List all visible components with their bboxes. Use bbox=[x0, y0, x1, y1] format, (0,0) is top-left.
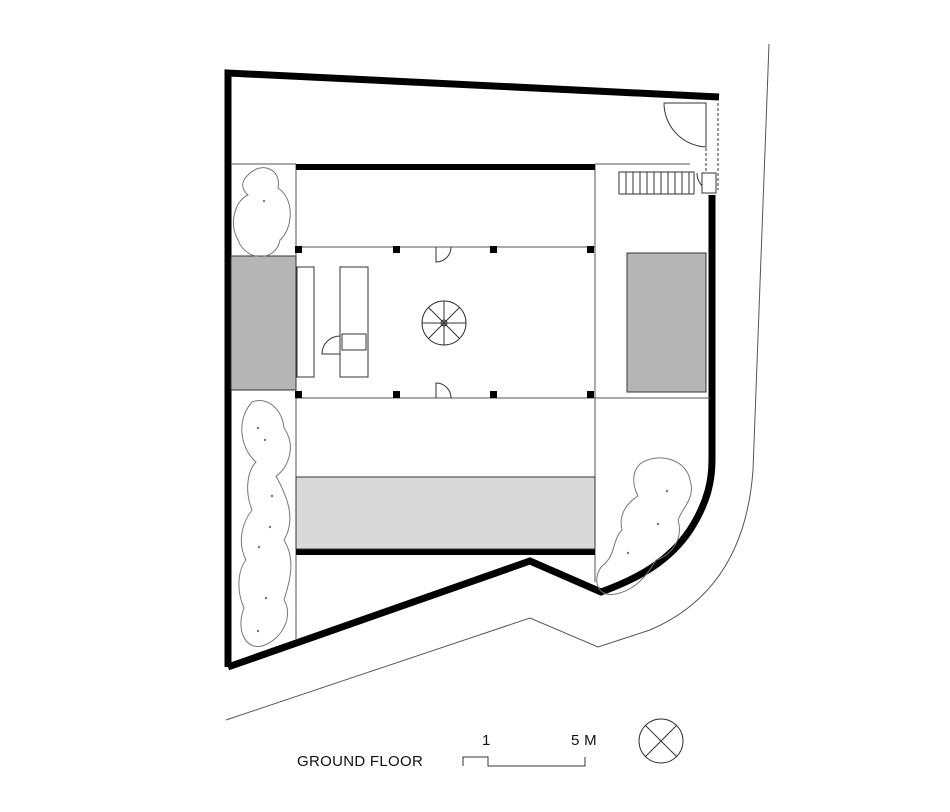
planting-bed-southeast bbox=[596, 457, 692, 595]
plant-dot bbox=[256, 426, 260, 430]
entry-stair bbox=[618, 171, 695, 195]
plant-dot bbox=[264, 596, 268, 600]
plant-dot bbox=[262, 199, 266, 203]
south-door-swing bbox=[435, 382, 452, 399]
plant-dot bbox=[257, 545, 261, 549]
spiral-stair-icon bbox=[421, 300, 467, 346]
sink bbox=[341, 333, 367, 351]
street-curb-line bbox=[225, 43, 770, 721]
zone-dividers bbox=[231, 163, 710, 640]
scale-bar bbox=[462, 756, 586, 767]
entry-gate bbox=[663, 102, 719, 194]
plant-dot bbox=[256, 629, 260, 633]
east-pool bbox=[626, 252, 707, 393]
plant-dot bbox=[270, 494, 274, 498]
plant-dot bbox=[263, 438, 267, 442]
column bbox=[295, 391, 302, 398]
plant-dot bbox=[665, 489, 669, 493]
plant-dot bbox=[626, 551, 630, 555]
plant-dot bbox=[656, 522, 660, 526]
planting-bed-northwest bbox=[233, 167, 291, 257]
counter-door-swing bbox=[321, 335, 341, 355]
planting-dots bbox=[256, 199, 669, 633]
perimeter-wall-west-north bbox=[224, 69, 720, 667]
column bbox=[393, 391, 400, 398]
drawing-title: GROUND FLOOR bbox=[297, 753, 423, 770]
planting bbox=[233, 167, 692, 647]
west-bench bbox=[296, 266, 315, 378]
gate-swing-large bbox=[663, 102, 707, 148]
scale-bar-end-label: 5 M bbox=[571, 732, 597, 749]
column bbox=[587, 246, 594, 253]
street-outline bbox=[225, 43, 770, 721]
gate-post bbox=[701, 172, 717, 194]
south-pool bbox=[295, 476, 596, 550]
interior-walls bbox=[296, 164, 595, 555]
column bbox=[393, 246, 400, 253]
columns bbox=[295, 246, 594, 398]
perimeter-wall bbox=[224, 69, 720, 671]
column bbox=[295, 246, 302, 253]
perimeter-wall-south-east bbox=[226, 195, 716, 671]
column bbox=[587, 391, 594, 398]
west-pool bbox=[230, 255, 297, 391]
plant-dot bbox=[268, 525, 272, 529]
north-door-swing bbox=[435, 246, 452, 263]
scale-bar-start-label: 1 bbox=[482, 732, 491, 749]
planting-bed-west bbox=[238, 400, 292, 647]
column bbox=[490, 246, 497, 253]
north-arrow-icon bbox=[638, 718, 684, 764]
pavilion-doors bbox=[435, 246, 452, 399]
furniture bbox=[296, 266, 369, 378]
kitchen-counter bbox=[339, 266, 369, 378]
column bbox=[490, 391, 497, 398]
